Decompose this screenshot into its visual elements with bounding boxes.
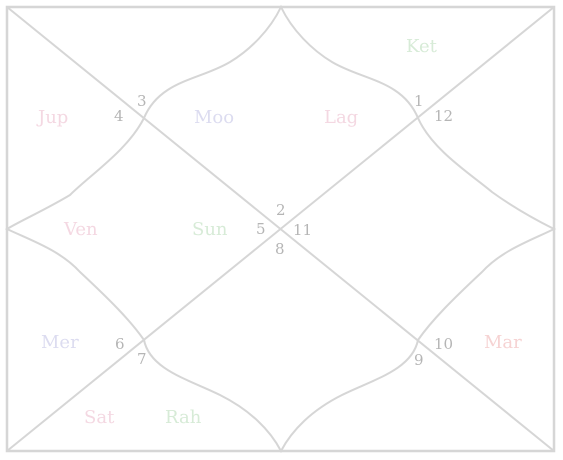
planet-label: Sat bbox=[84, 407, 115, 428]
planet-label: Mar bbox=[484, 332, 522, 353]
house-number: 10 bbox=[434, 335, 453, 353]
planet-label: Rah bbox=[165, 407, 202, 428]
planet-label: Sun bbox=[192, 219, 228, 240]
house-number: 6 bbox=[115, 335, 125, 353]
diagonal-line-anti bbox=[6, 6, 555, 452]
house-number: 1 bbox=[414, 92, 424, 110]
house-number: 12 bbox=[434, 107, 453, 125]
house-number: 7 bbox=[137, 350, 147, 368]
planet-label: Ket bbox=[406, 36, 438, 57]
house-number: 11 bbox=[293, 221, 312, 239]
house-number: 2 bbox=[276, 201, 286, 219]
planet-label: Lag bbox=[324, 107, 358, 128]
house-number: 8 bbox=[275, 240, 285, 258]
planet-label: Ven bbox=[63, 219, 98, 240]
planet-label: Jup bbox=[36, 107, 68, 128]
house-number: 4 bbox=[114, 107, 124, 125]
planet-label: Mer bbox=[41, 332, 79, 353]
lotus-curve bbox=[4, 4, 557, 454]
house-number: 3 bbox=[137, 92, 147, 110]
house-number: 5 bbox=[256, 220, 266, 238]
planet-label: Moo bbox=[194, 107, 234, 128]
house-number: 9 bbox=[414, 351, 424, 369]
